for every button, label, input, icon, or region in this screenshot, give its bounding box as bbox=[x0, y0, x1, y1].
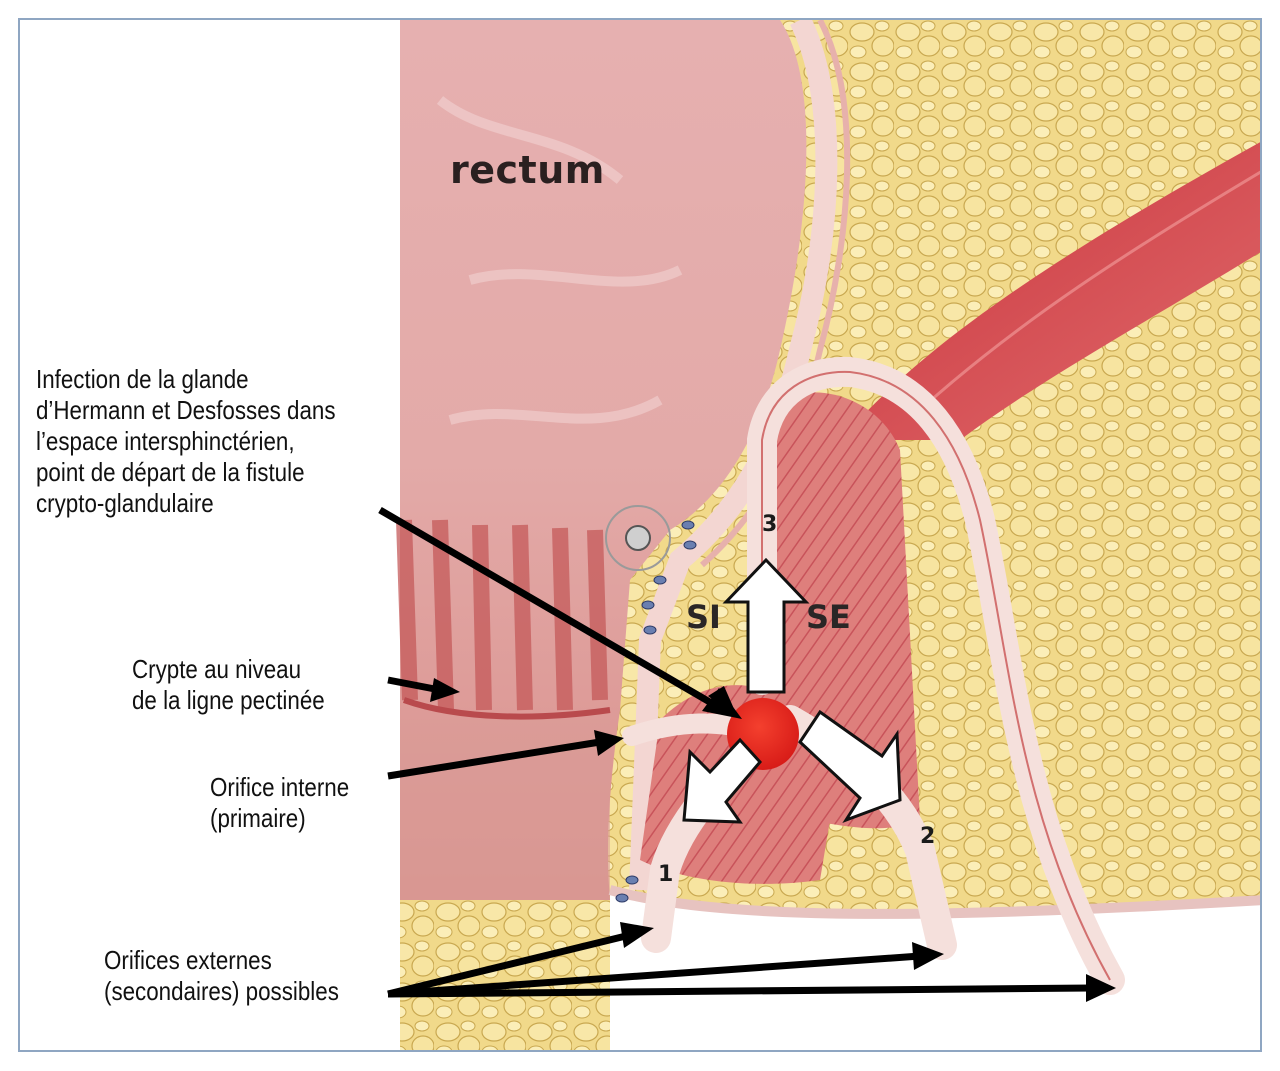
arrow-up-3 bbox=[722, 557, 810, 694]
internal-sphincter-label: SI bbox=[686, 598, 721, 636]
external-sphincter-label: SE bbox=[806, 598, 851, 636]
rectum-label: rectum bbox=[450, 148, 605, 192]
figure-frame: rectum 3 2 1 SI SE bbox=[18, 18, 1262, 1052]
longitudinal-layer bbox=[629, 20, 838, 891]
external-orifices-label: Orifices externes (secondaires) possible… bbox=[104, 945, 339, 1006]
crypt-gland-marker bbox=[605, 505, 671, 571]
spread-arrows bbox=[682, 557, 902, 824]
path-number-2: 2 bbox=[920, 824, 936, 849]
crypt-label: Crypte au niveau de la ligne pectinée bbox=[132, 654, 325, 715]
arrow-right-2 bbox=[798, 709, 902, 823]
path-number-3: 3 bbox=[762, 512, 778, 537]
internal-orifice-label: Orifice interne (primaire) bbox=[210, 772, 350, 833]
levator-muscle bbox=[840, 142, 1260, 440]
rectum-wall bbox=[400, 20, 807, 900]
anal-columns bbox=[396, 519, 611, 720]
infection-label: Infection de la glande d’Hermann et Desf… bbox=[36, 364, 336, 518]
pointer-arrows bbox=[378, 506, 1093, 998]
path-number-1: 1 bbox=[658, 862, 674, 887]
anatomy-illustration bbox=[378, 20, 1260, 1050]
arrowheads bbox=[430, 678, 1116, 1002]
anal-glands bbox=[615, 520, 697, 903]
arrow-left-1 bbox=[682, 737, 762, 824]
